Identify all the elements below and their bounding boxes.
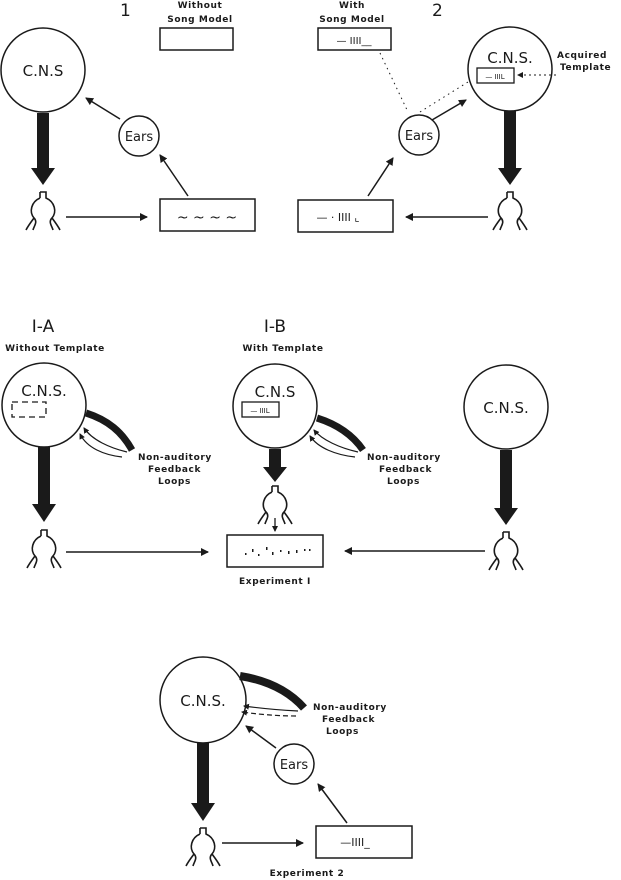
feedback-loop-return-1 [243,703,299,712]
acquired-template-trace: — IIIL [485,73,504,81]
acquired-label-line2: Template [560,63,611,73]
ears-to-cns-arrow [85,97,121,120]
feedback-label-line2: Feedback [322,715,375,725]
ears-circle [273,743,315,785]
produced-song-box [159,198,256,232]
feedback-loop-outgoing [84,409,136,452]
motor-output-arrow-shaft [504,111,516,168]
cns-circle [0,27,86,113]
abnormal-song-box [226,534,324,568]
produced-song-box [315,825,413,859]
panel-1c: C.N.S. [344,364,549,571]
feedback-loop-return-1 [313,429,359,453]
ears-label: Ears [280,758,309,773]
cns-label: C.N.S. [487,49,533,67]
panel-1a: I-A Without Template C.N.S. Non-auditory… [1,317,212,569]
song-model-box [317,27,392,51]
template-box [241,401,280,418]
feedback-label-line1: Non-auditory [138,453,212,463]
panel-1a-number: I-A [32,317,55,337]
song-to-ears-arrow [317,783,348,824]
experiment-2: C.N.S. Non-auditory Feedback Loops Ears … [159,656,413,879]
motor-output-arrow-shaft [500,450,512,508]
motor-output-arrowhead [498,168,522,185]
song-to-ears-arrow [159,154,189,197]
syrinx-icon [488,531,524,571]
feedback-label-line3: Loops [387,477,420,487]
produced-song-trace: ~ ~ ~ ~ [177,210,237,226]
song-model-trace: — IIII__ [337,36,373,47]
syrinx-icon [492,191,528,231]
ears-label: Ears [125,130,154,145]
song-to-ears-arrow [367,157,394,197]
panel-2-number: 2 [432,1,443,21]
motor-output-arrowhead [32,504,56,522]
ears-to-template-dotted-line [419,81,469,113]
cns-label: C.N.S. [21,382,67,400]
cns-circle [1,362,87,448]
motor-output-arrowhead [31,168,55,185]
cns-circle [467,26,553,112]
ears-circle [398,114,440,156]
feedback-label-line3: Loops [158,477,191,487]
empty-template-box [11,401,47,418]
produced-song-trace: —IIII_ [340,836,370,849]
panel-2-caption-line1: With [339,1,365,11]
model-to-ears-dotted-line [379,52,409,113]
feedback-label-line1: Non-auditory [367,453,441,463]
panel-1a-subtitle: Without Template [5,344,105,354]
cns-label: C.N.S [255,383,296,401]
produced-song-trace: — · IIII ⌞ [316,211,359,224]
feedback-loop-outgoing [315,414,366,453]
ears-circle [118,115,160,157]
experiment-1: Experiment I [226,534,324,587]
feedback-loop-return-2 [241,709,297,717]
panel-1-caption-line1: Without [178,1,223,11]
syrinx-icon [26,529,62,569]
motor-output-arrow-shaft [197,743,209,803]
produced-song-box [297,199,394,233]
feedback-loop-return-1 [83,427,128,453]
ears-to-cns-arrow [431,99,467,121]
cns-circle [463,364,549,450]
panel-1: 1 Without Song Model C.N.S Ears ~ ~ ~ ~ [0,1,256,232]
empty-song-model-box [159,27,234,51]
panel-2: 2 With Song Model — IIII__ C.N.S. — IIIL… [297,1,611,233]
panel-1b: I-B With Template C.N.S — IIIL Non-audit… [232,317,441,532]
feedback-loop-outgoing [239,672,307,711]
syrinx-icon [185,827,221,867]
acquired-label-line1: Acquired [557,51,607,61]
motor-output-arrowhead [263,467,287,482]
panel-1b-subtitle: With Template [242,344,323,354]
template-trace: — IIIL [250,407,269,415]
syrinx-icon [25,191,61,231]
scattered-song-trace [245,547,311,556]
ears-to-cns-arrow [245,725,277,749]
panel-1b-number: I-B [264,317,286,337]
panel-2-caption-line2: Song Model [319,15,384,25]
experiment-1-caption: Experiment I [239,577,311,587]
motor-output-arrowhead [191,803,215,821]
feedback-label-line2: Feedback [148,465,201,475]
acquired-template-box [476,67,515,84]
ears-label: Ears [405,129,434,144]
feedback-label-line2: Feedback [379,465,432,475]
panel-1-number: 1 [120,1,131,21]
motor-output-arrow-shaft [269,449,281,467]
cns-label: C.N.S. [180,692,226,710]
cns-label: C.N.S [23,62,64,80]
feedback-loop-return-2 [309,435,356,458]
feedback-label-line1: Non-auditory [313,703,387,713]
experiment-2-caption: Experiment 2 [270,869,345,879]
feedback-label-line3: Loops [326,727,359,737]
feedback-loop-return-2 [79,433,123,458]
cns-circle [232,363,318,449]
cns-label: C.N.S. [483,399,529,417]
motor-output-arrow-shaft [38,447,50,504]
motor-output-arrow-shaft [37,113,49,168]
motor-output-arrowhead [494,508,518,525]
panel-1-caption-line2: Song Model [167,15,232,25]
